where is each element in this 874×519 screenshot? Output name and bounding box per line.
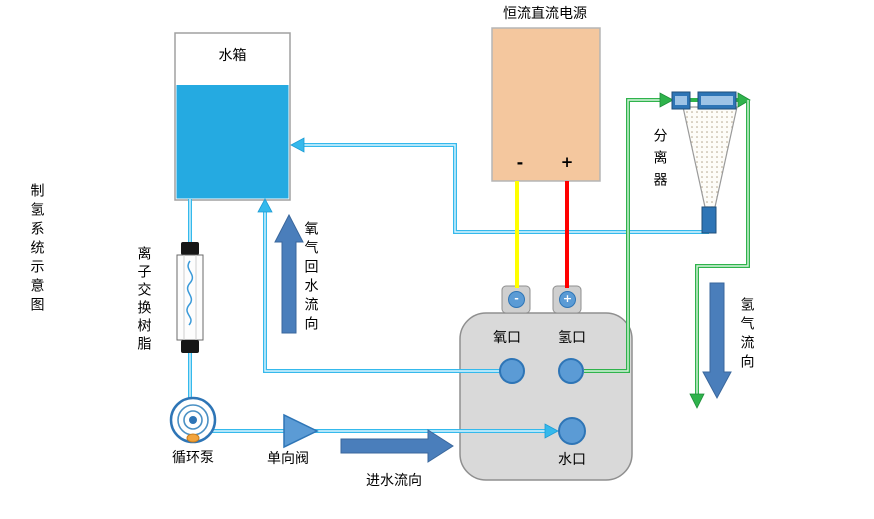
electrolyzer-terminal-positive: +: [559, 291, 576, 308]
power-supply-negative-sign: -: [516, 153, 524, 172]
arrowhead-separator-return: [290, 137, 305, 153]
pump-inlet: [186, 433, 200, 443]
flow-arrow-hydrogen-out: [702, 282, 732, 400]
separator-shape: [671, 91, 738, 234]
hydrogen-port-circle: [558, 358, 584, 384]
resin-media: [186, 260, 194, 326]
pump-label: 循环泵: [172, 450, 214, 466]
electrolyzer-shape: [459, 285, 633, 481]
separator-funnel: [682, 106, 738, 208]
power-supply-label: 恒流直流电源: [503, 6, 587, 22]
power-supply-shape: [491, 27, 601, 182]
diagram-title: 制氢系统示意图: [28, 183, 45, 316]
tank-water: [176, 85, 289, 199]
tank-label: 水箱: [218, 48, 247, 64]
electrolyzer-terminal-negative: -: [508, 291, 525, 308]
hydrogen-pipes: [584, 92, 751, 409]
tank-shape: [174, 32, 291, 201]
pump-shape: [169, 396, 217, 444]
oxygen-port-label: 氧口: [493, 330, 521, 346]
hydrogen-port-label: 氢口: [558, 330, 586, 346]
water-inlet-flow-label: 进水流向: [366, 473, 422, 489]
flow-arrow-oxygen-return: [274, 213, 304, 334]
arrowhead-separator-inlet: [659, 92, 674, 108]
power-wires: [515, 181, 569, 288]
check-valve-label: 单向阀: [267, 451, 309, 467]
hydrogen-flow-label: 氢气流向: [738, 297, 755, 373]
arrowhead-separator-outlet: [737, 92, 751, 108]
power-supply-positive-sign: +: [560, 153, 574, 171]
oxygen-return-flow-label: 氧气回水流向: [302, 221, 319, 335]
arrowhead-hydrogen-out: [689, 393, 705, 409]
arrowhead-oxygen-return: [257, 198, 273, 213]
separator-label: 分离器: [651, 128, 668, 194]
oxygen-port-circle: [499, 358, 525, 384]
resin-shape: [176, 242, 204, 353]
flow-arrow-water-inlet: [340, 429, 454, 463]
arrowhead-water-inlet: [544, 423, 559, 439]
water-port-label: 水口: [558, 452, 586, 468]
water-port-circle: [558, 417, 586, 445]
resin-label: 离子交换树脂: [135, 246, 152, 354]
separator-outlet: [701, 206, 717, 234]
check-valve-shape: [283, 413, 319, 449]
